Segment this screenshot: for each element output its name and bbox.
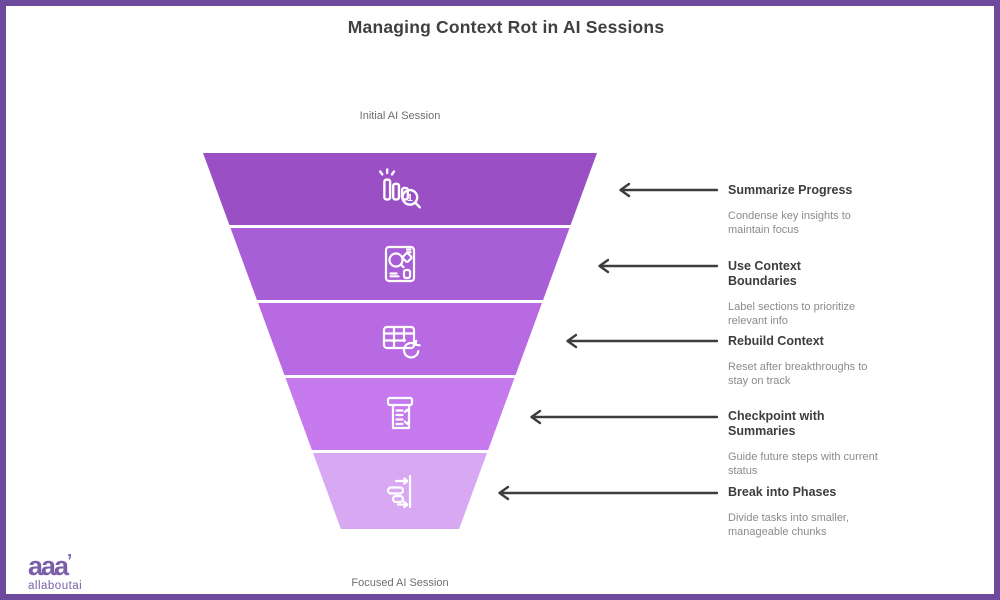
table-refresh-icon [382, 325, 421, 359]
stage-info-1: Summarize Progress Condense key insights… [728, 183, 888, 237]
stage-2-description: Label sections to prioritize relevant in… [728, 301, 856, 327]
stage-3-description: Reset after breakthroughs to stay on tra… [728, 361, 868, 387]
arrow-to-stage-1 [619, 182, 718, 198]
context-funnel: 1 [203, 153, 597, 529]
stage-1-description: Condense key insights to maintain focus [728, 210, 851, 236]
focused-session-label: Focused AI Session [351, 577, 449, 589]
initial-session-label: Initial AI Session [359, 110, 441, 122]
logo-mark: aaa’ [28, 551, 73, 581]
arrow-to-stage-5 [498, 485, 718, 501]
stage-5-description: Divide tasks into smaller, manageable ch… [728, 512, 850, 538]
phases-arrows-icon [386, 474, 412, 509]
funnel-stage-1: 1 [203, 153, 597, 225]
funnel-stage-3 [203, 303, 597, 375]
page-title: Managing Context Rot in AI Sessions [347, 17, 665, 37]
stage-1-title: Summarize Progress [728, 183, 853, 197]
allaboutai-logo: aaa’ allaboutai [28, 548, 82, 592]
funnel-stage-2 [203, 228, 597, 300]
stage-5-title: Break into Phases [728, 485, 837, 499]
arrow-to-stage-3 [566, 333, 718, 349]
stage-info-2: Use Context Boundaries Label sections to… [728, 259, 888, 328]
logo-accent: ’ [67, 551, 73, 571]
stage-info-4: Checkpoint with Summaries Guide future s… [728, 409, 888, 478]
stage-2-title: Use Context Boundaries [728, 259, 801, 288]
bar-chart-search-icon: 1 [379, 168, 421, 209]
stage-4-description: Guide future steps with current status [728, 451, 878, 477]
document-checklist-icon [386, 396, 414, 430]
report-magnifier-icon [384, 245, 416, 283]
stage-info-5: Break into Phases Divide tasks into smal… [728, 485, 888, 539]
svg-text:1: 1 [407, 193, 413, 204]
stage-4-title: Checkpoint with Summaries [728, 409, 825, 438]
arrow-to-stage-4 [530, 409, 718, 425]
stage-info-3: Rebuild Context Reset after breakthrough… [728, 334, 888, 388]
logo-text: allaboutai [28, 580, 83, 592]
arrow-to-stage-2 [598, 258, 718, 274]
stage-3-title: Rebuild Context [728, 334, 824, 348]
